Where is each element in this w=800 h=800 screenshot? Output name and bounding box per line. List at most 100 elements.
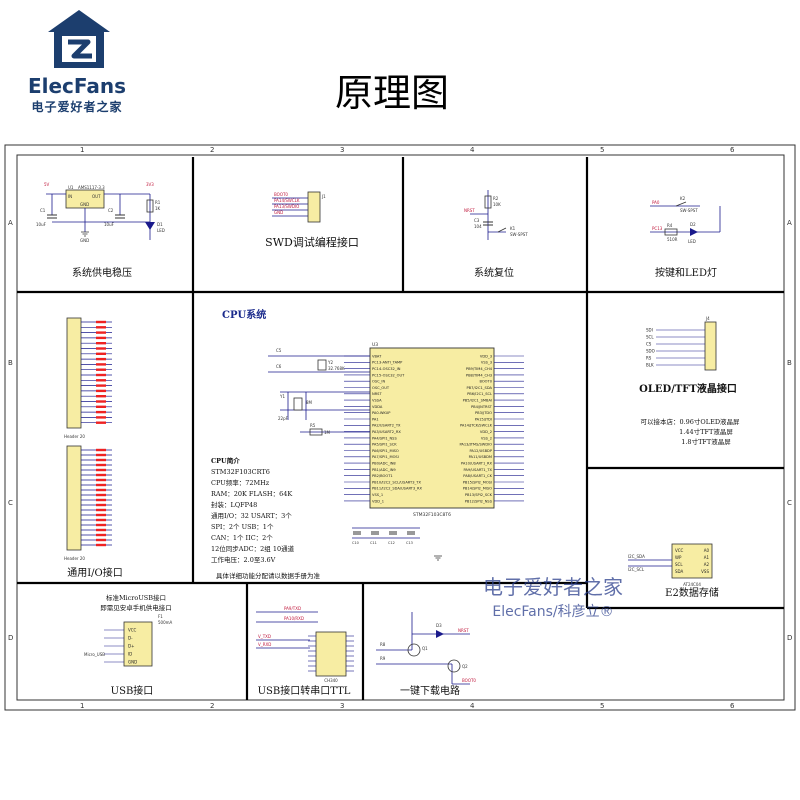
- oled-pin-label: SDI: [646, 328, 653, 333]
- cap-c6-ref: C6: [276, 364, 282, 369]
- decoupling-caps: C10 C11 C12 C13: [352, 527, 442, 561]
- led-d1-type: LED: [157, 228, 165, 233]
- oled-pin-label: CS: [646, 342, 652, 347]
- res-r5-ref: R5: [310, 423, 316, 428]
- switch-k1-type: SW-SPST: [510, 232, 528, 237]
- led-d2-type: LED: [688, 239, 696, 244]
- led-d2-ref: D2: [690, 222, 696, 227]
- download-section: Q1 Q2 R8 R9 D3 NRST BOOT0 一键下载电路: [376, 612, 476, 697]
- net-label-tag: [96, 458, 106, 462]
- net-label-tag: [96, 498, 106, 502]
- cpu-info-line: CPU频率：72MHz: [211, 478, 270, 487]
- res-r2-value: 10K: [493, 202, 501, 207]
- mcu-pin-label: NRST: [372, 392, 382, 396]
- net-label-tag: [96, 468, 106, 472]
- led-d1-icon: [145, 222, 155, 230]
- usb-pin-label: GND: [128, 660, 137, 665]
- swd-section-label: SWD调试编程接口: [265, 235, 359, 249]
- led-net-pc13: PC13: [652, 226, 663, 231]
- gpio-header-top: [66, 317, 82, 429]
- resistor-r9-ref: R9: [380, 656, 386, 661]
- cpu-info-heading: CPU简介: [211, 456, 240, 465]
- mcu-pin-label: PA12/USBDP: [470, 449, 493, 453]
- crystal-y1-value: 8M: [306, 400, 313, 405]
- cpu-info-line: STM32F103CRT6: [211, 468, 270, 476]
- cap-c5-value: 22pF: [278, 416, 289, 421]
- cap-c3-value: 104: [474, 224, 482, 229]
- gpio-header-bottom-name: Header 20: [64, 556, 85, 561]
- col-marker: 3: [340, 702, 344, 710]
- mcu-pin-label: PB11/I2C2_SDA/USART3_RX: [372, 487, 422, 491]
- net-label-tag: [96, 448, 106, 452]
- mcu-pin-label: PB9/TIM4_CH4: [466, 367, 493, 371]
- net-label-tag: [96, 400, 106, 403]
- resistor-r8-ref: R8: [380, 642, 386, 647]
- ttl-net-vtxd: V_TXD: [258, 634, 271, 639]
- cpu-section: CPU系统 Y1 8M C5 C6 22pF Y2 32.768K R5: [211, 308, 524, 580]
- net-label-tag: [96, 453, 106, 457]
- mcu-pin-label: VBAT: [372, 354, 382, 358]
- mcu-chip-name: STM32F103C8T6: [413, 512, 451, 518]
- ldo-pin-gnd: GND: [80, 202, 89, 207]
- mcu-pin-label: PB4/JNTRST: [471, 405, 493, 409]
- net-label-tag: [96, 342, 106, 345]
- cpu-info-line: 封装：LQFP48: [211, 500, 257, 509]
- net-label-tag: [96, 357, 106, 361]
- net-label-tag: [96, 513, 106, 517]
- mcu-pin-label: PA6/SPI1_MISO: [372, 449, 399, 453]
- row-marker: A: [787, 219, 792, 227]
- usb-section-label: USB接口: [111, 684, 154, 697]
- mcu-pin-label: OSC_IN: [372, 380, 385, 384]
- net-label-tag: [96, 373, 106, 377]
- row-marker: D: [8, 634, 13, 642]
- house-logo-icon: [48, 10, 110, 68]
- mcu-pin-label: PB10/I2C2_SCL/USART3_TX: [372, 480, 422, 484]
- switch-k2-icon: [675, 201, 687, 207]
- mcu-pin-label: BOOT0: [479, 380, 492, 384]
- power-section: U1 AMS1117-3.3 IN OUT GND 5V 3V3 C1 10uF…: [36, 182, 165, 279]
- resistor-r4: [664, 228, 678, 236]
- mcu-pin-label: PB6/I2C1_SCL: [467, 392, 492, 396]
- switch-k2-type: SW-SPST: [680, 208, 698, 213]
- cpu-section-title: CPU系统: [222, 308, 266, 321]
- cap-c3-ref: C3: [474, 218, 480, 223]
- eeprom-pin-label: WP: [675, 555, 682, 560]
- mcu-pin-label: VDD_2: [480, 430, 492, 434]
- mcu-right-pins: VDD_3VSS_3PB9/TIM4_CH4PB8/TIM4_CH3BOOT0P…: [459, 354, 524, 503]
- oled-pin-label: SCL: [646, 335, 654, 340]
- res-r4-value: 510R: [667, 237, 678, 242]
- reset-section: NRST R2 10K C3 104 K1 SW-SPST 系统复位: [464, 190, 528, 279]
- crystal-y2-ref: Y2: [327, 360, 333, 365]
- oled-pin-label: SDO: [646, 349, 655, 354]
- mcu-pin-label: PA1: [372, 417, 379, 421]
- cap-c10-ref: C10: [352, 541, 359, 545]
- net-label-tag: [96, 533, 106, 537]
- cap-c5-ref: C5: [276, 348, 282, 353]
- mcu-pin-label: PA2/USART2_TX: [372, 424, 401, 428]
- mcu-pin-label: VSS_3: [481, 361, 492, 365]
- eeprom-chip-name: AT24C04: [683, 582, 701, 587]
- led-d1-ref: D1: [157, 222, 163, 227]
- power-section-label: 系统供电稳压: [72, 266, 132, 279]
- cpu-info-line: SPI：2个 USB：1个: [211, 523, 274, 531]
- col-marker: 2: [210, 702, 214, 710]
- mcu-pin-label: PA14/JTCK/SWCLK: [460, 424, 493, 428]
- mcu-pin-label: PA15/JTDI: [475, 417, 492, 421]
- net-label-tag: [96, 384, 106, 387]
- watermark: 电子爱好者之家 ElecFans/科彦立®: [483, 575, 623, 620]
- mcu-pin-label: VDDA: [372, 405, 383, 409]
- capacitor-c1: [47, 214, 57, 219]
- reset-section-label: 系统复位: [474, 266, 514, 279]
- usb-pin-label: D-: [128, 636, 133, 641]
- cpu-info-line: 通用I/O：32 USART：3个: [211, 511, 292, 520]
- mcu-pin-label: PC14-OSC32_IN: [372, 367, 401, 371]
- download-net-boot0: BOOT0: [462, 678, 476, 683]
- net-label-tag: [96, 395, 106, 398]
- cpu-info-line: 12位同步ADC：2组 10通道: [211, 544, 295, 553]
- ttl-net-txd: PA9/TXD: [284, 606, 301, 611]
- eeprom-pin-label: A2: [704, 562, 710, 567]
- mcu-pin-label: PA4/SPI1_NSS: [372, 436, 397, 440]
- col-marker: 1: [80, 702, 84, 710]
